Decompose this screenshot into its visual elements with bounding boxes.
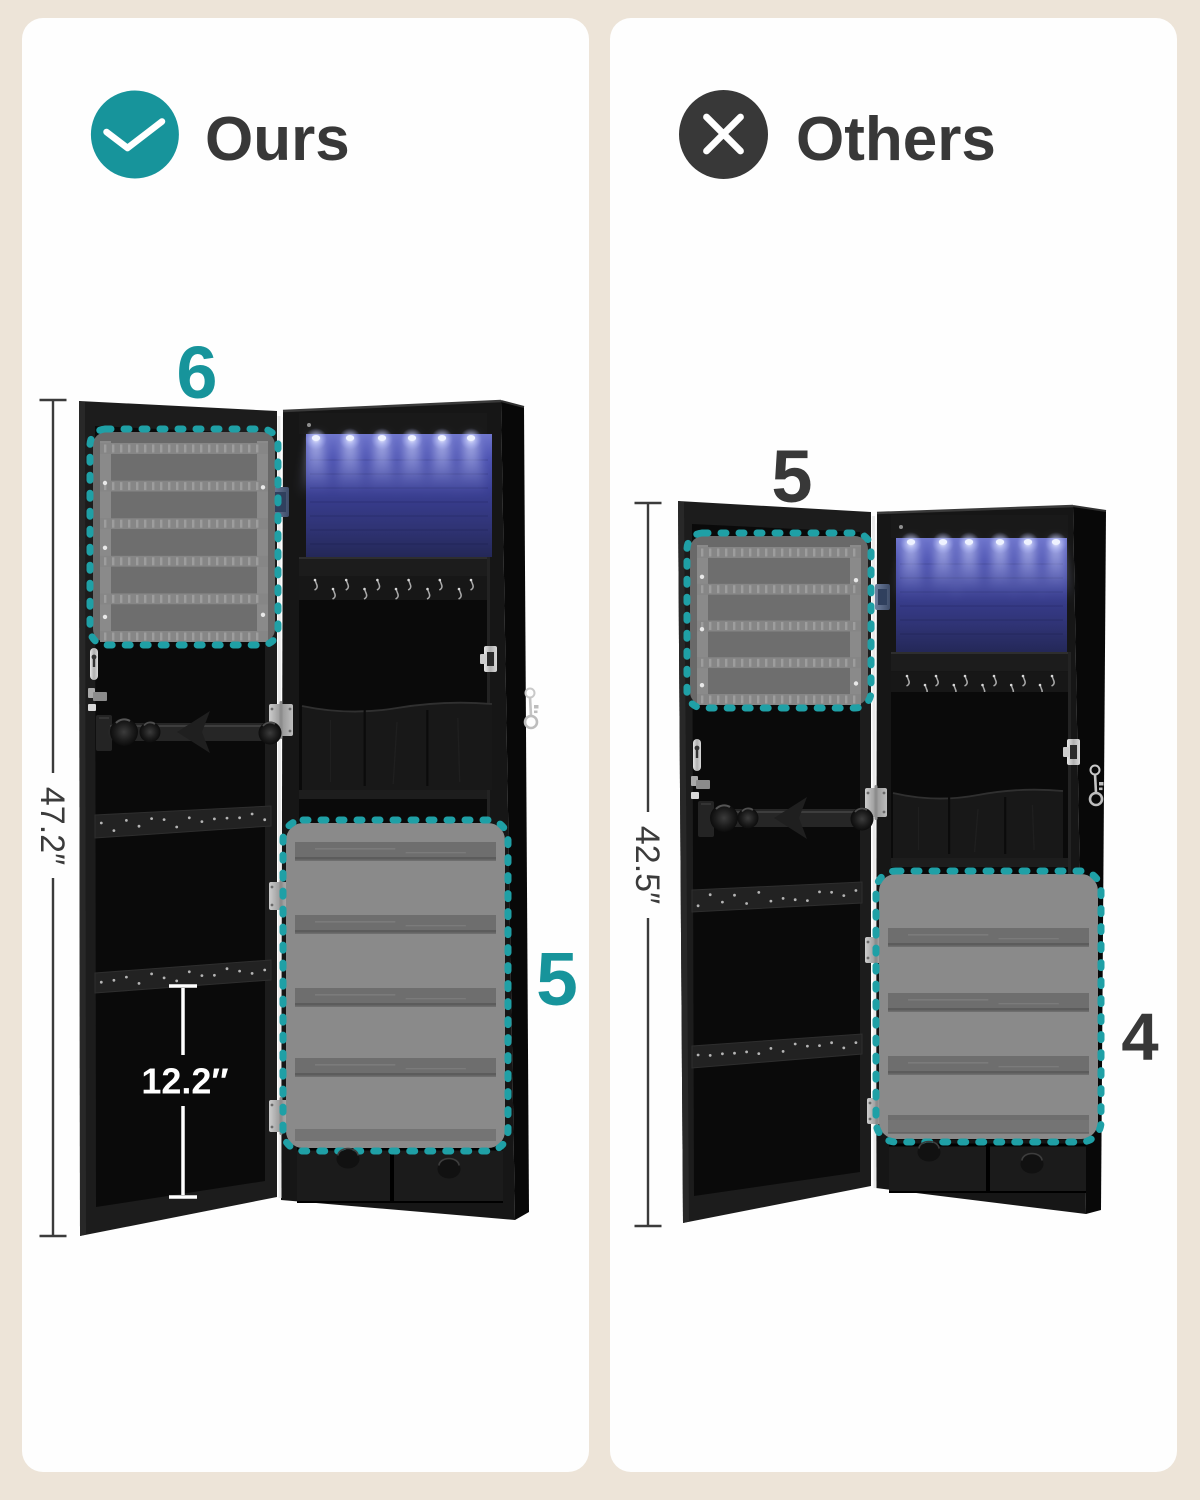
svg-text:12.2″: 12.2″ — [141, 1061, 228, 1102]
svg-text:5: 5 — [771, 435, 812, 518]
svg-text:Others: Others — [796, 105, 996, 174]
svg-text:6: 6 — [176, 331, 217, 414]
svg-text:42.5″: 42.5″ — [628, 826, 666, 904]
svg-text:5: 5 — [536, 937, 578, 1021]
svg-text:Ours: Ours — [205, 105, 350, 174]
svg-text:47.2″: 47.2″ — [33, 787, 71, 865]
svg-text:4: 4 — [1121, 1000, 1158, 1075]
